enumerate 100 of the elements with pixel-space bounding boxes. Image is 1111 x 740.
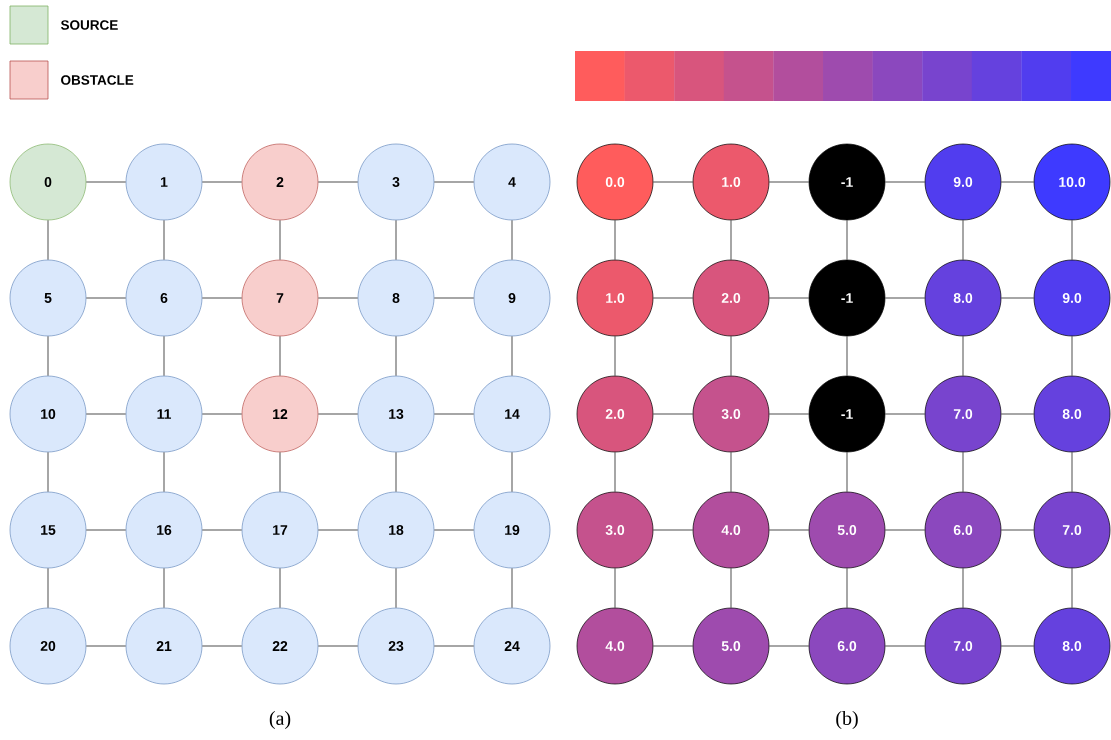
grid-node: 6.0 — [808, 607, 886, 685]
grid-node: 8.0 — [1033, 607, 1111, 685]
grid-edge — [395, 452, 397, 492]
grid-edge — [202, 181, 242, 183]
grid-node: 10.0 — [1033, 143, 1111, 221]
grid-edge — [769, 413, 809, 415]
grid-edge — [202, 413, 242, 415]
grid-node: 8.0 — [1033, 375, 1111, 453]
grid-node: 24 — [473, 607, 551, 685]
grid-node: -1 — [808, 375, 886, 453]
grid-node: 13 — [357, 375, 435, 453]
grid-edge — [279, 220, 281, 260]
grid-node: 8.0 — [924, 259, 1002, 337]
grid-node: 6.0 — [924, 491, 1002, 569]
grid-node: 7 — [241, 259, 319, 337]
grid-edge — [846, 220, 848, 260]
grid-edge — [962, 452, 964, 492]
grid-node: 1 — [125, 143, 203, 221]
grid-edge — [769, 297, 809, 299]
grid-node: 23 — [357, 607, 435, 685]
grid-node: 3.0 — [692, 375, 770, 453]
grid-node: 14 — [473, 375, 551, 453]
grid-edge — [846, 336, 848, 376]
grid-edge — [846, 568, 848, 608]
grid-edge — [653, 181, 693, 183]
subfigure-caption: (b) — [836, 710, 858, 730]
grid-edge — [202, 645, 242, 647]
grid-node: 2 — [241, 143, 319, 221]
grid-node: 4.0 — [692, 491, 770, 569]
grid-node: 16 — [125, 491, 203, 569]
grid-node: 9.0 — [1033, 259, 1111, 337]
grid-edge — [846, 452, 848, 492]
grid-edge — [1001, 181, 1034, 183]
grid-edge — [1001, 297, 1034, 299]
grid-edge — [511, 336, 513, 376]
grid-node: 8 — [357, 259, 435, 337]
grid-edge — [511, 568, 513, 608]
grid-edge — [434, 297, 474, 299]
grid-edge — [1001, 645, 1034, 647]
grid-edge — [769, 645, 809, 647]
grid-edge — [163, 220, 165, 260]
grid-edge — [86, 529, 126, 531]
grid-edge — [653, 529, 693, 531]
grid-edge — [885, 529, 925, 531]
grid-node: 1.0 — [692, 143, 770, 221]
grid-edge — [395, 336, 397, 376]
subfigure-caption: (a) — [269, 710, 291, 730]
grid-node: 2.0 — [692, 259, 770, 337]
grid-edge — [279, 568, 281, 608]
grid-node: 22 — [241, 607, 319, 685]
grid-edge — [511, 452, 513, 492]
grid-node: -1 — [808, 259, 886, 337]
grid-edge — [1071, 336, 1073, 376]
grid-node: 6 — [125, 259, 203, 337]
grid-node: 11 — [125, 375, 203, 453]
grid-edge — [653, 645, 693, 647]
grid-edge — [962, 220, 964, 260]
grid-edge — [434, 529, 474, 531]
grid-edge — [962, 336, 964, 376]
grid-node: 1.0 — [576, 259, 654, 337]
grid-edge — [962, 568, 964, 608]
grid-edge — [163, 336, 165, 376]
grid-edge — [395, 220, 397, 260]
grid-node: 19 — [473, 491, 551, 569]
grid-edge — [434, 413, 474, 415]
grid-edge — [730, 568, 732, 608]
grid-edge — [47, 336, 49, 376]
grid-node: 10 — [9, 375, 87, 453]
grid-edge — [163, 568, 165, 608]
grid-edge — [885, 181, 925, 183]
grid-node: 4 — [473, 143, 551, 221]
grid-edge — [730, 220, 732, 260]
grid-edge — [885, 297, 925, 299]
grid-node: 17 — [241, 491, 319, 569]
grid-edge — [47, 568, 49, 608]
grid-node: 5 — [9, 259, 87, 337]
grid-node: 9 — [473, 259, 551, 337]
grid-node: 0 — [9, 143, 87, 221]
grid-edge — [1071, 220, 1073, 260]
grid-edge — [86, 297, 126, 299]
grid-edge — [730, 336, 732, 376]
grid-edge — [202, 529, 242, 531]
grid-edge — [653, 297, 693, 299]
grid-node: 12 — [241, 375, 319, 453]
grid-node: 20 — [9, 607, 87, 685]
grid-edge — [279, 452, 281, 492]
grid-edge — [318, 297, 358, 299]
grid-node: 18 — [357, 491, 435, 569]
grid-edge — [86, 181, 126, 183]
grid-node: 2.0 — [576, 375, 654, 453]
grid-node: 15 — [9, 491, 87, 569]
grid-edge — [318, 181, 358, 183]
grid-node: 5.0 — [692, 607, 770, 685]
grid-edge — [279, 336, 281, 376]
grid-node: 0.0 — [576, 143, 654, 221]
grid-edge — [1071, 452, 1073, 492]
grid-edge — [318, 413, 358, 415]
grid-edge — [614, 452, 616, 492]
grid-edge — [86, 645, 126, 647]
grid-edge — [1071, 568, 1073, 608]
